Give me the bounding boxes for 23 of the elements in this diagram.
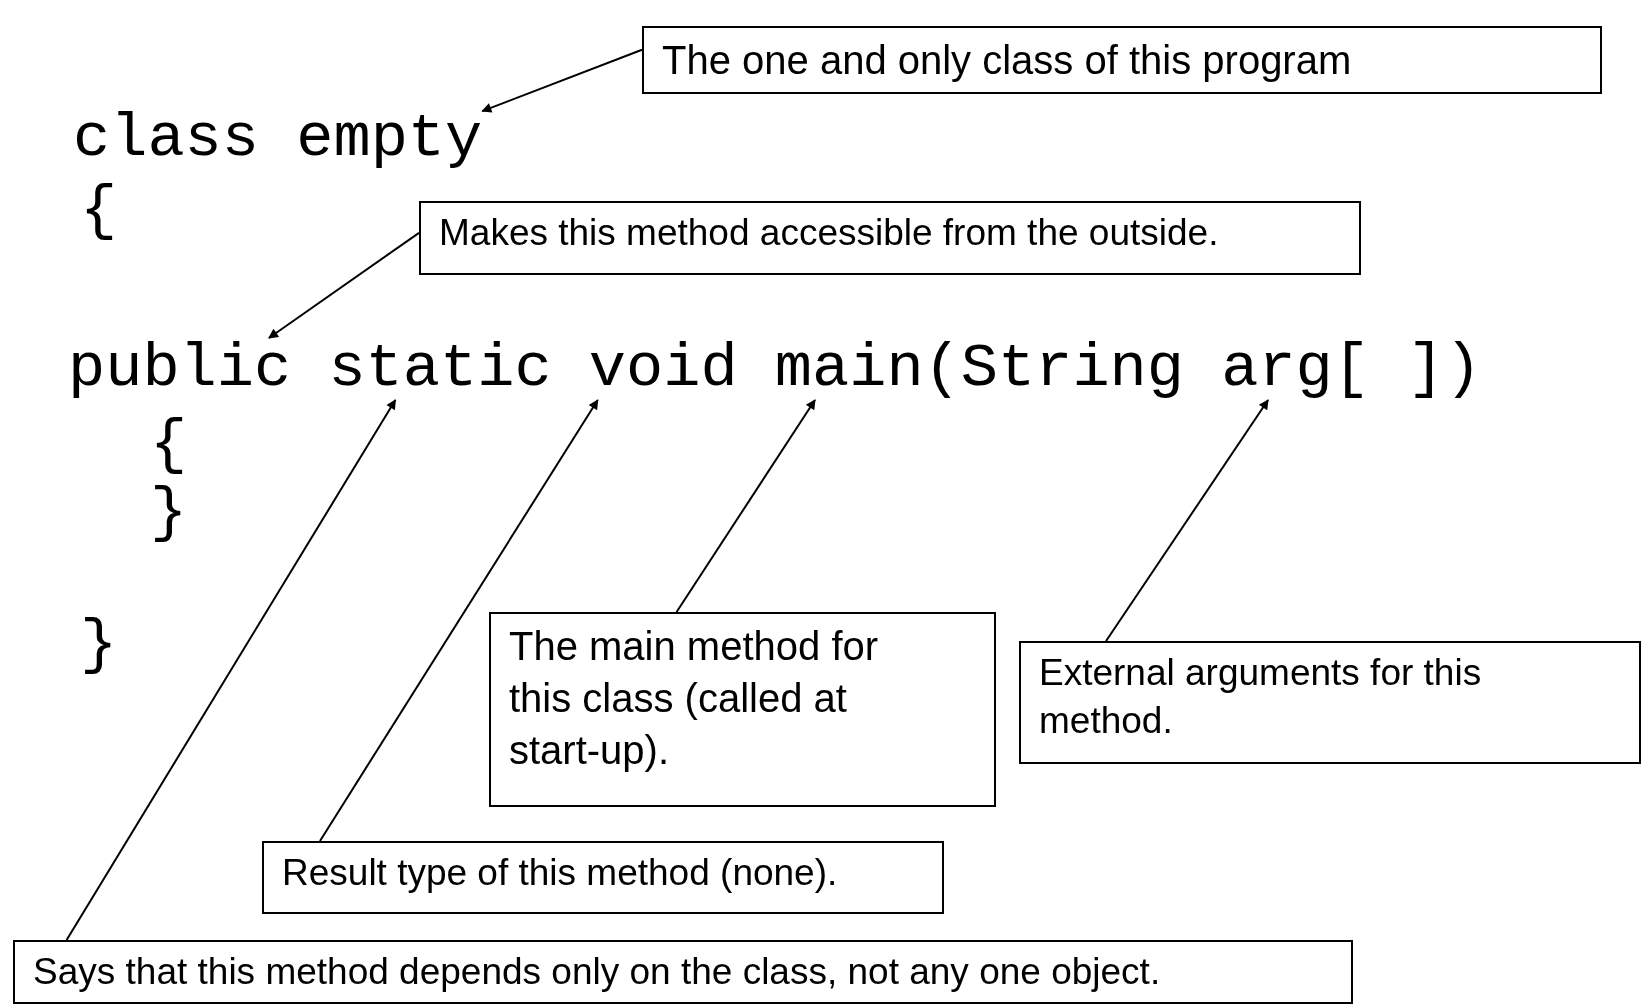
leader-line — [1105, 399, 1270, 642]
code-text: class empty — [73, 108, 483, 170]
callout-box: External arguments for this method. — [1019, 641, 1641, 764]
code-text: main — [774, 338, 924, 400]
code-text: (String — [923, 338, 1185, 400]
callout-box: The one and only class of this program — [642, 26, 1602, 94]
brace: { — [80, 180, 118, 242]
code-text: public — [68, 338, 292, 400]
brace: } — [80, 614, 118, 676]
leader-line — [65, 399, 397, 941]
brace: { — [150, 414, 188, 476]
brace: } — [150, 482, 188, 544]
callout-box: Says that this method depends only on the class, not any one object. — [13, 940, 1353, 1005]
code-text: static — [328, 338, 552, 400]
code-text: void — [588, 338, 738, 400]
callout-box: Result type of this method (none). — [262, 841, 944, 914]
leader-line — [267, 231, 420, 339]
code-text: arg[ ]) — [1221, 338, 1482, 400]
callout-box: Makes this method accessible from the outside. — [419, 201, 1361, 275]
leader-line — [318, 399, 599, 842]
callout-box: The main method for this class (called at start-up). — [489, 612, 996, 807]
leader-line — [481, 48, 643, 113]
leader-line — [675, 399, 816, 613]
